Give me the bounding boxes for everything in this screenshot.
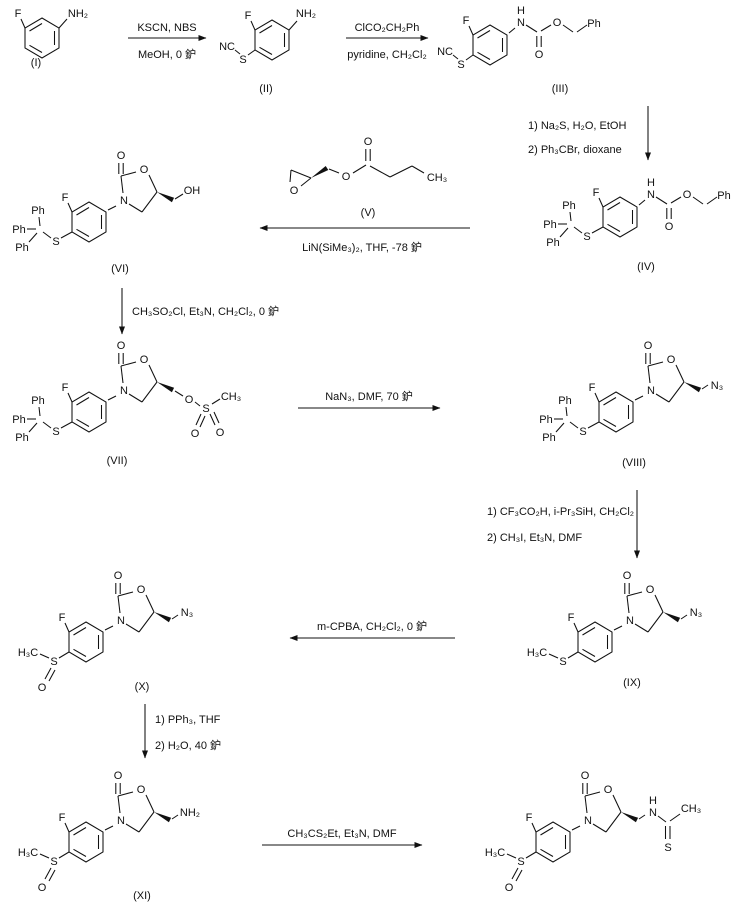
compound-viii: N₃ (VIII)	[538, 340, 723, 469]
atom-o-label: O	[216, 427, 225, 439]
reagent-step1-below: MeOH, 0 鈩	[138, 47, 196, 61]
atom-nh2-label: NH₂	[68, 8, 88, 20]
compound-i: NH₂ (I)	[15, 8, 88, 69]
reagent-step4-below: LiN(SiMe₃)₂, THF, -78 鈩	[302, 240, 422, 254]
compound-xi: NH₂ (XI)	[18, 770, 200, 902]
reagent-step7-line1: 1) CF₃CO₂H, i-Pr₃SiH, CH₂Cl₂	[487, 506, 634, 518]
reagent-step7-line2: 2) CH₃I, Et₃N, DMF	[487, 532, 582, 544]
compound-v: O O O CH₃ (V)	[289, 136, 447, 219]
atom-o-ester-label: O	[342, 171, 351, 183]
atom-oh-label: OH	[184, 185, 201, 197]
atom-o-carbonyl-label: O	[364, 136, 373, 148]
compound-iii: (III)	[436, 4, 602, 95]
reagent-step9-line2: 2) H₂O, 40 鈩	[155, 738, 221, 752]
compound-label-iii: (III)	[552, 83, 569, 95]
reagent-step8-above: m-CPBA, CH₂Cl₂, 0 鈩	[317, 619, 427, 633]
compound-label-v: (V)	[361, 207, 376, 219]
atom-s-label: S	[202, 403, 209, 415]
atom-h-label: H	[649, 795, 657, 807]
compound-label-i: (I)	[31, 57, 41, 69]
compound-label-x: (X)	[135, 681, 150, 693]
atom-o-epoxide-label: O	[290, 185, 299, 197]
compound-label-vi: (VI)	[111, 263, 129, 275]
stereo-wedge-bond	[311, 166, 329, 178]
compound-vii: O S O O CH₃ (VII)	[11, 340, 241, 467]
atom-s-label: S	[664, 842, 671, 854]
atom-ch3-label: CH₃	[427, 172, 447, 184]
compound-vi: OH (VI)	[11, 150, 201, 275]
reagent-step5: CH₃SO₂Cl, Et₃N, CH₂Cl₂, 0 鈩	[132, 304, 279, 318]
atom-n-label: N	[649, 807, 657, 819]
atom-o-label: O	[191, 428, 200, 440]
reagent-step9-line1: 1) PPh₃, THF	[155, 714, 221, 726]
atom-o-ester-label: O	[185, 394, 194, 406]
reagent-step10-above: CH₃CS₂Et, Et₃N, DMF	[287, 828, 396, 840]
reagent-step1-above: KSCN, NBS	[137, 22, 196, 34]
reagent-step3-line2: 2) Ph₃CBr, dioxane	[528, 144, 622, 156]
atom-n3-label: N₃	[690, 607, 702, 619]
compound-x: N₃ (X)	[18, 570, 193, 694]
compound-label-ii: (II)	[259, 83, 272, 95]
atom-ch3-label: CH₃	[221, 391, 241, 403]
compound-label-xi: (XI)	[133, 890, 151, 902]
compound-ii: NH₂ (II)	[218, 8, 316, 95]
compound-label-vii: (VII)	[107, 455, 128, 467]
compound-label-ix: (IX)	[623, 677, 641, 689]
atom-n3-label: N₃	[181, 607, 193, 619]
atom-ch3-label: CH₃	[681, 803, 701, 815]
compound-ix: N₃ (IX)	[526, 570, 702, 689]
reaction-arrows	[119, 35, 651, 848]
atom-n3-label: N₃	[711, 380, 723, 392]
reagent-labels: KSCN, NBS MeOH, 0 鈩 ClCO₂CH₂Ph pyridine,…	[132, 22, 634, 840]
reagent-step2-below: pyridine, CH₂Cl₂	[347, 49, 426, 61]
reagent-step2-above: ClCO₂CH₂Ph	[355, 22, 420, 34]
atom-nh2-label: NH₂	[180, 807, 200, 819]
compound-iv: (IV)	[542, 176, 732, 273]
reagent-step3-line1: 1) Na₂S, H₂O, EtOH	[528, 120, 626, 132]
compound-final-product: N H S CH₃	[485, 770, 701, 894]
compound-label-viii: (VIII)	[622, 457, 646, 469]
atom-nh2-label: NH₂	[296, 8, 316, 20]
compound-label-iv: (IV)	[637, 261, 655, 273]
reagent-step6-above: NaN₃, DMF, 70 鈩	[325, 389, 413, 403]
